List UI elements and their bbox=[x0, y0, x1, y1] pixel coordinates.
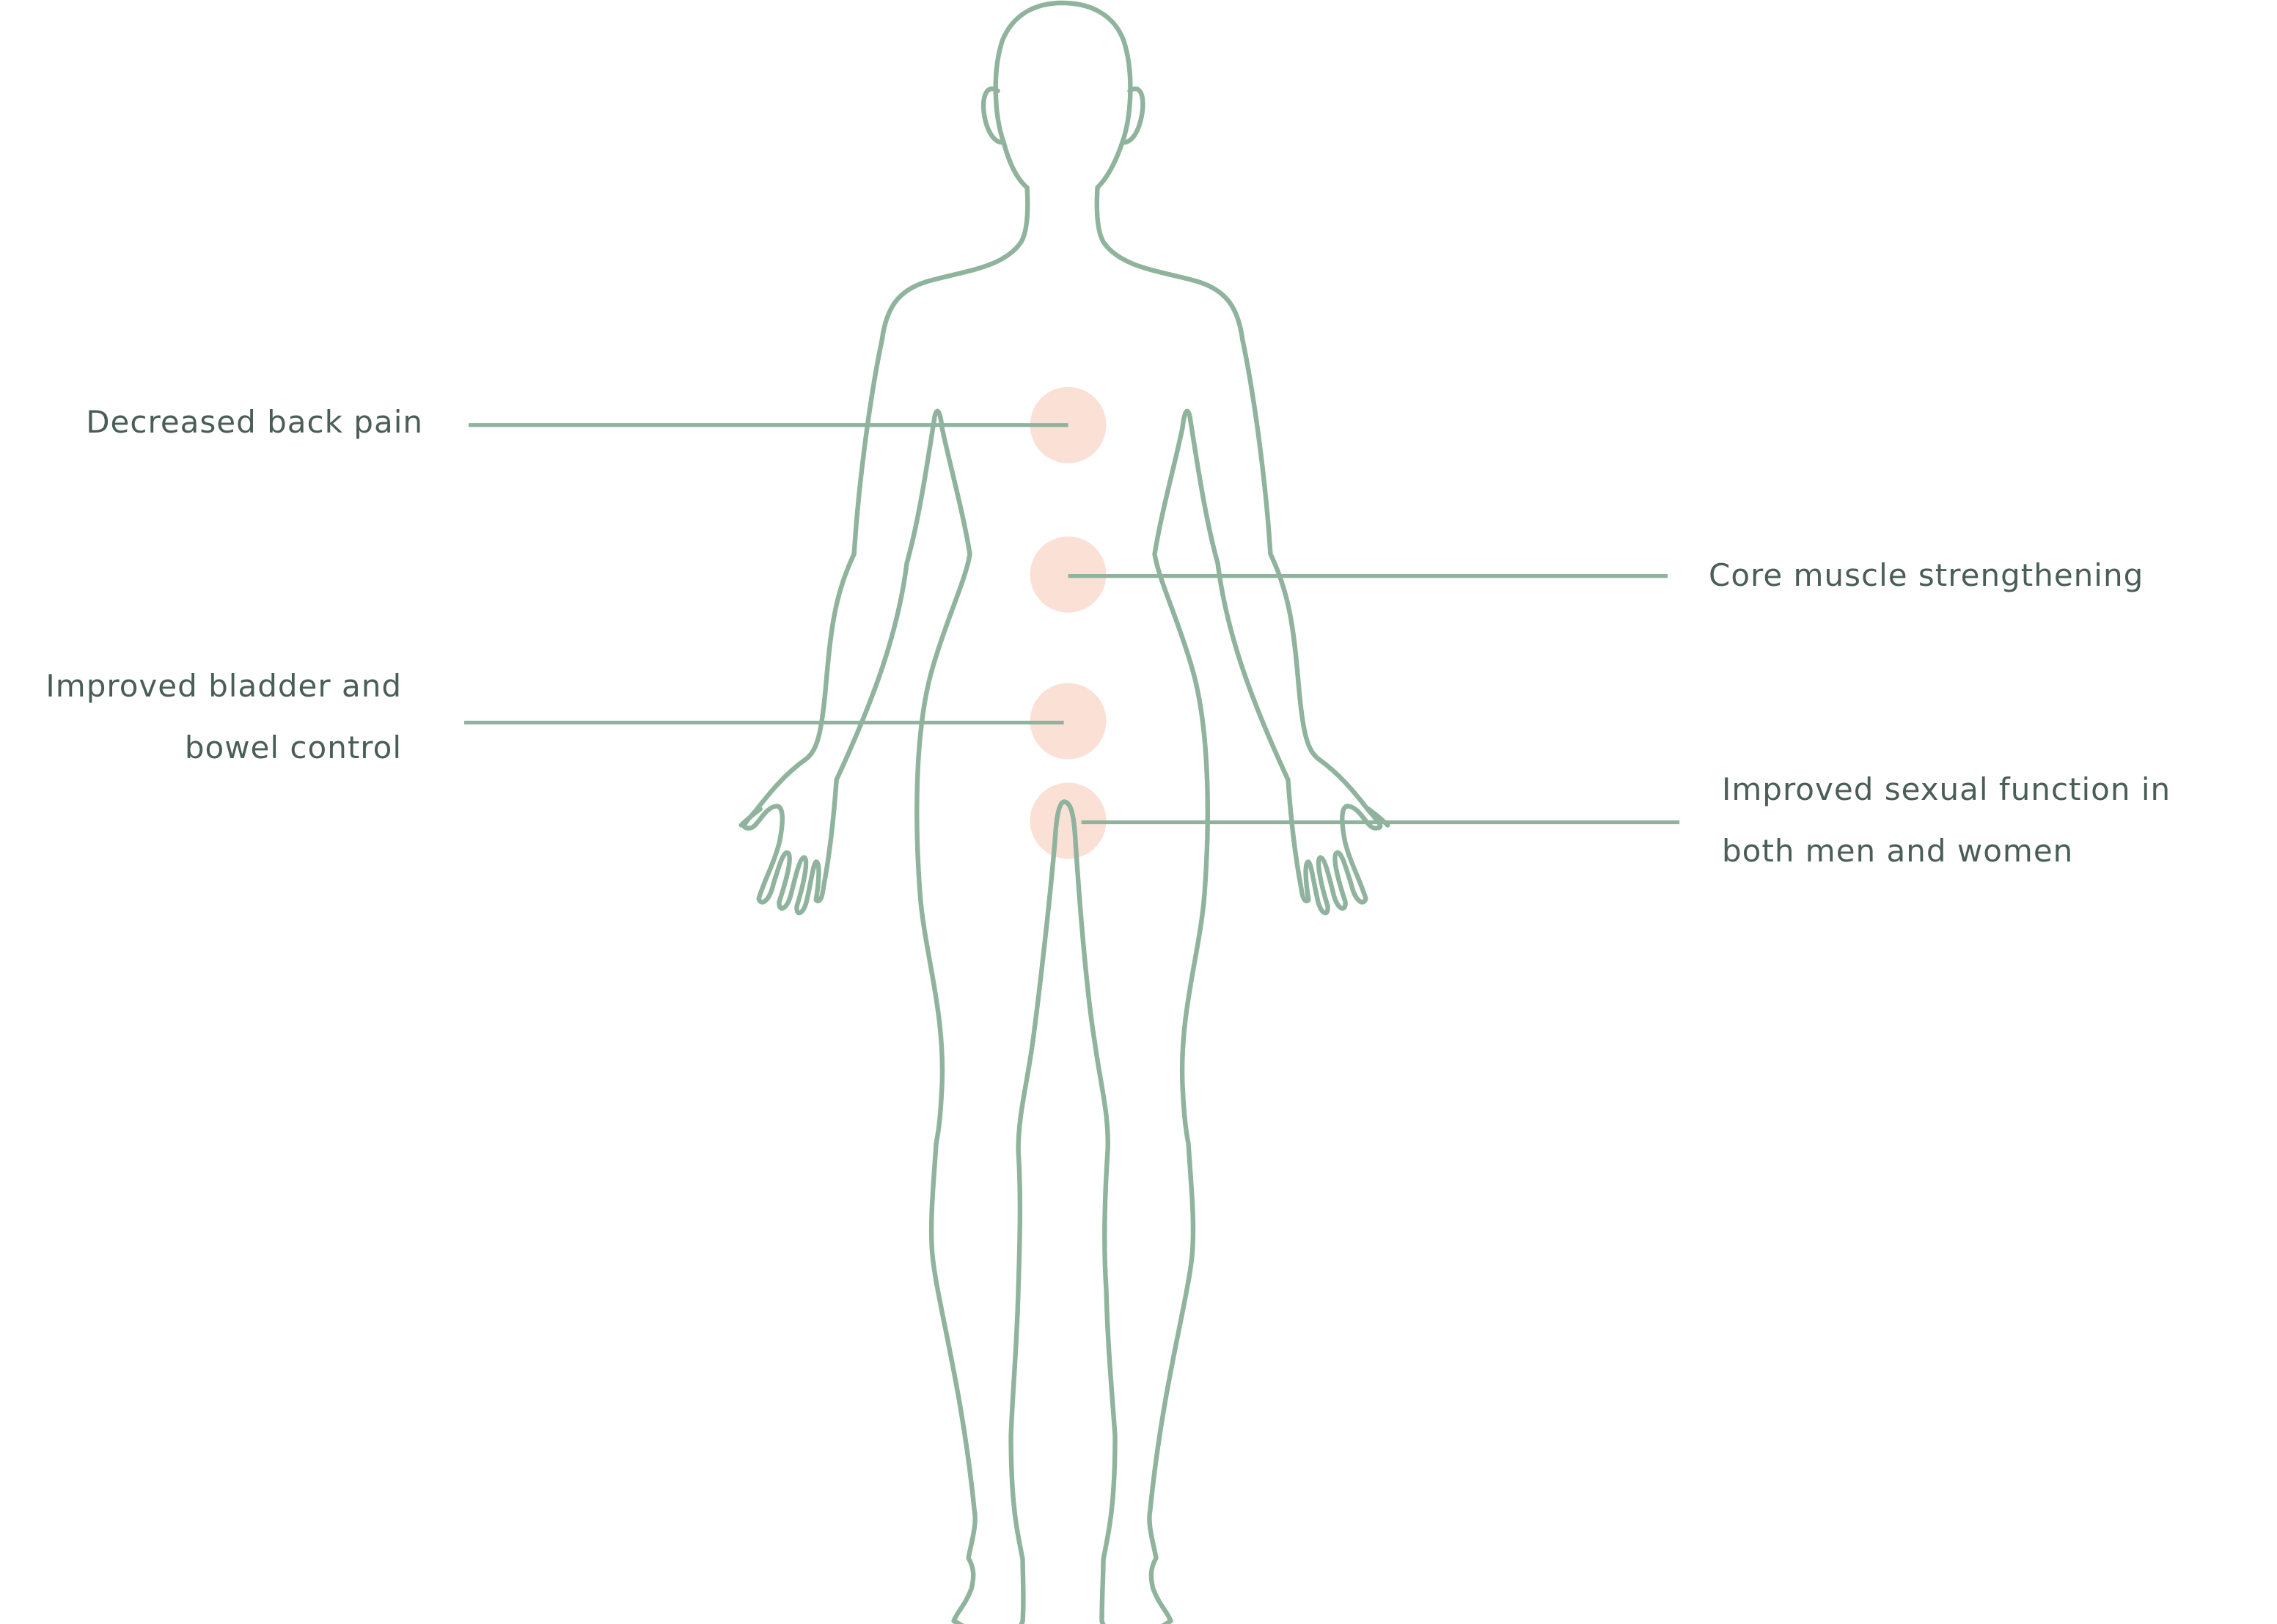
marker-bladder bbox=[1030, 683, 1107, 760]
left-inner-leg bbox=[1030, 799, 1097, 1043]
left-ear bbox=[980, 87, 1006, 145]
left-arm-outer bbox=[741, 337, 884, 901]
marker-pelvic bbox=[1030, 782, 1107, 859]
callout-label-bladder: Improved bladder and bowel control bbox=[45, 655, 402, 779]
callout-label-text: Core muscle strengthening bbox=[1709, 557, 2144, 593]
left-fingers bbox=[756, 777, 839, 916]
right-leg-outer bbox=[1147, 408, 1291, 1624]
right-arm-outer bbox=[1240, 337, 1383, 901]
callout-label-back: Decreased back pain bbox=[86, 392, 423, 453]
callout-label-text: Decreased back pain bbox=[86, 404, 423, 440]
human-body-outline bbox=[738, 0, 1390, 1624]
callout-label-text: bowel control bbox=[184, 730, 402, 765]
callout-label-text: Improved sexual function in bbox=[1722, 771, 2171, 807]
right-neck-shoulder bbox=[1094, 185, 1245, 342]
callout-label-text: Improved bladder and bbox=[45, 668, 402, 704]
right-fingers bbox=[1286, 777, 1368, 916]
right-ear bbox=[1120, 87, 1145, 145]
left-neck-shoulder bbox=[879, 185, 1030, 342]
callout-label-text: both men and women bbox=[1722, 833, 2074, 869]
left-foot bbox=[951, 1038, 1035, 1624]
left-arm-inner bbox=[834, 408, 978, 1624]
right-inner-leg bbox=[1092, 1038, 1173, 1624]
left-thumb-line bbox=[738, 807, 763, 828]
callout-label-core: Core muscle strengthening bbox=[1709, 545, 2144, 606]
head-outline bbox=[993, 0, 1133, 191]
callout-label-pelvic: Improved sexual function in both men and… bbox=[1722, 759, 2171, 882]
